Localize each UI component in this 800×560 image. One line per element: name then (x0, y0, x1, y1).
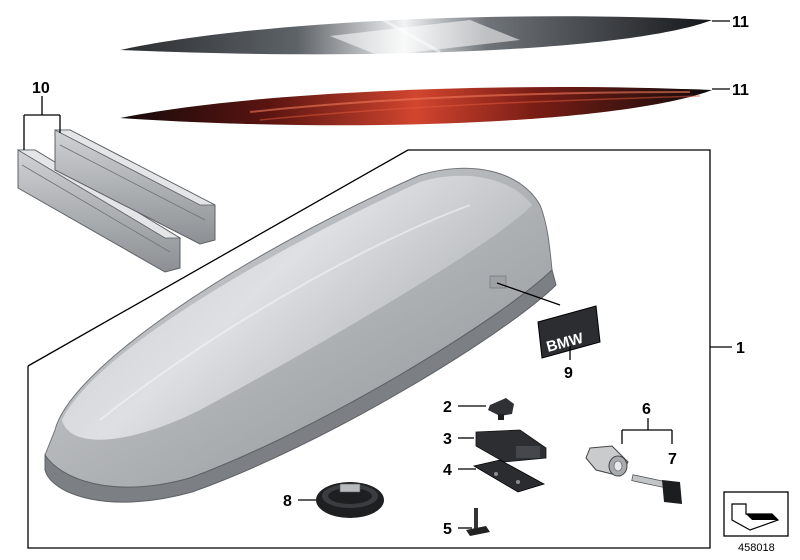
diagram-id: 458018 (738, 542, 775, 554)
mounting-rail-icon (16, 129, 216, 273)
callout-2: 2 (443, 399, 452, 416)
decal-strip-top (120, 16, 712, 56)
callout-3: 3 (443, 431, 452, 448)
callout-7: 7 (668, 451, 677, 468)
callout-8: 8 (283, 493, 292, 510)
knob-icon (488, 398, 514, 420)
lock-housing-icon (475, 429, 547, 463)
callout-10: 10 (32, 80, 50, 97)
strap-icon (316, 482, 384, 518)
plate-icon (472, 459, 546, 493)
callout-4: 4 (443, 462, 452, 479)
bmw-badge: BMW (537, 305, 601, 359)
arrow-icon (723, 491, 789, 537)
callout-9: 9 (564, 365, 573, 382)
callout-11-bottom: 11 (732, 82, 749, 99)
lock-cylinder-icon (585, 445, 629, 477)
key-icon (631, 474, 682, 504)
t-bolt-icon (466, 508, 490, 536)
callout-5: 5 (443, 521, 452, 538)
callout-11-top: 11 (732, 14, 749, 31)
decal-strip-red (120, 87, 712, 126)
callout-1: 1 (736, 340, 745, 357)
callout-6: 6 (642, 401, 651, 418)
